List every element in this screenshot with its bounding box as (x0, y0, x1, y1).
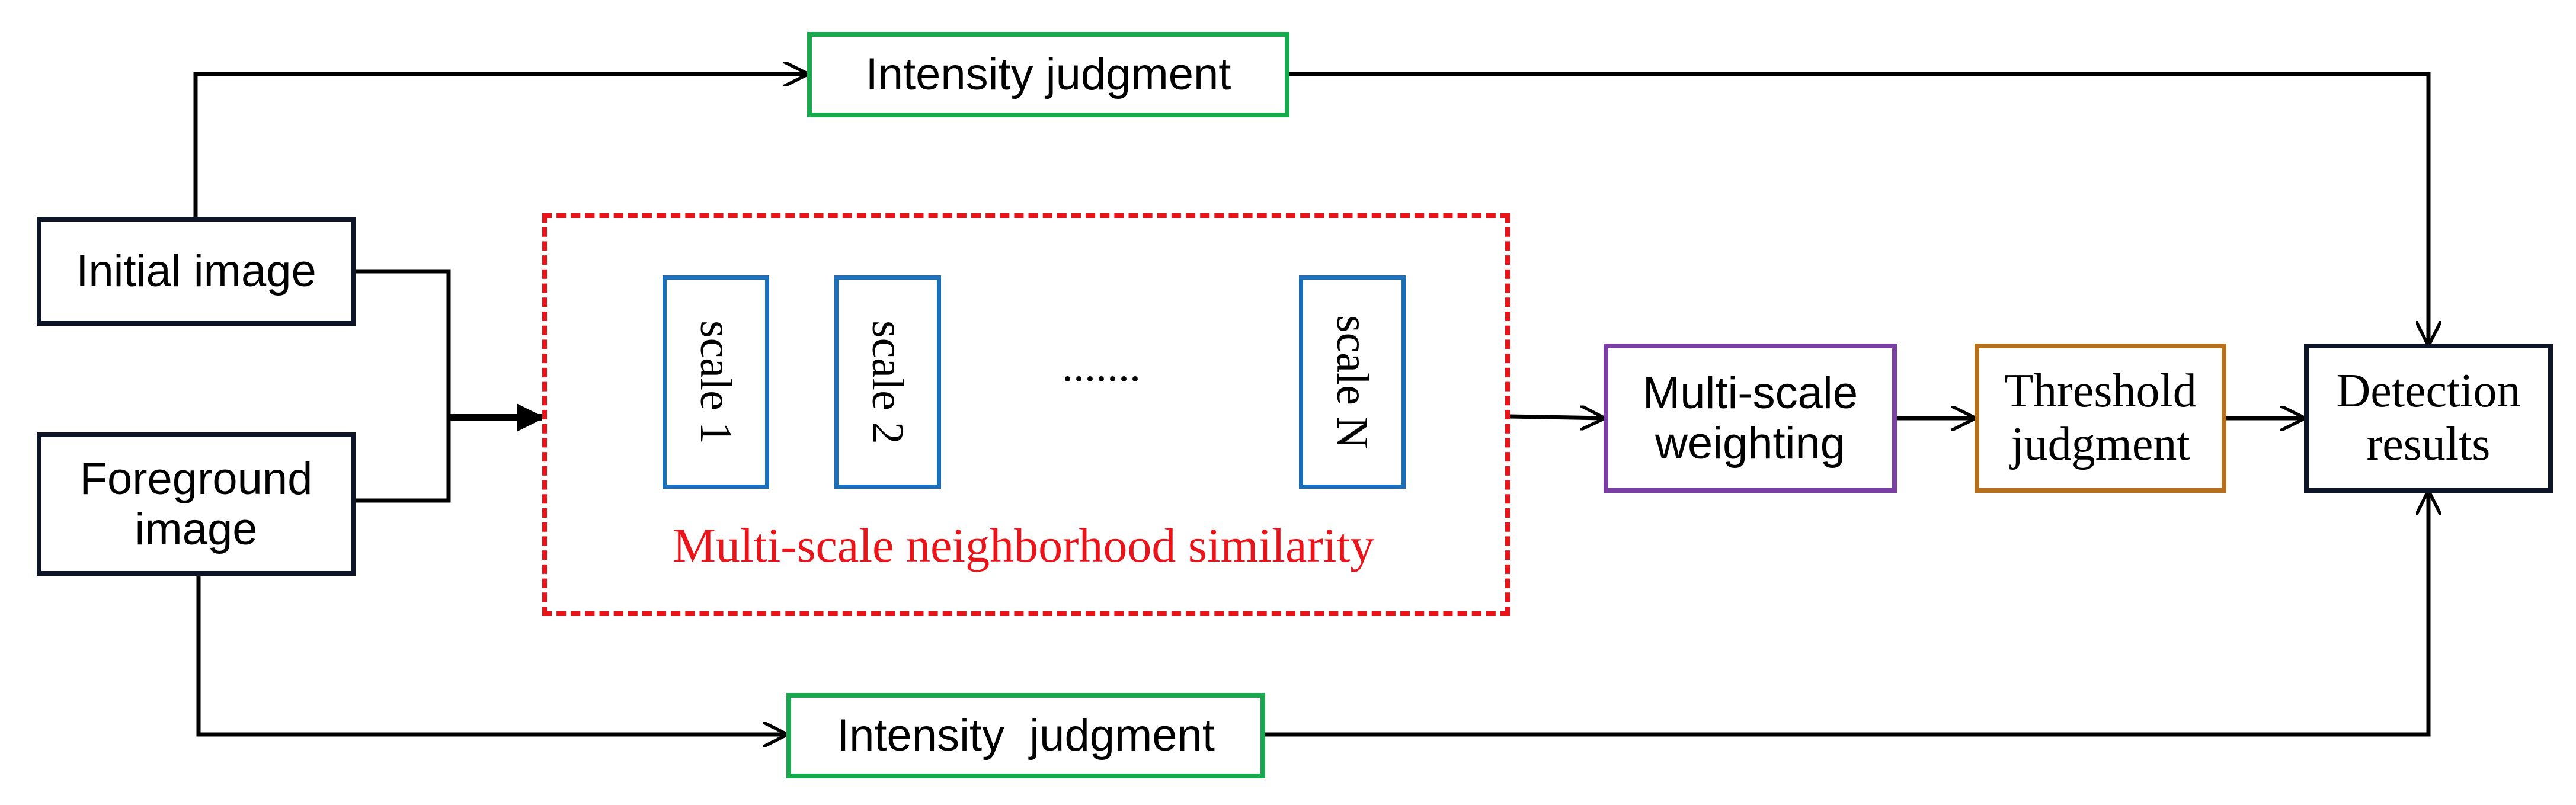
detection-results-label-line2: results (2366, 418, 2491, 470)
detection-results-label-line1: Detection (2336, 365, 2521, 418)
connector-foreground-to-intensity-bottom (196, 576, 785, 735)
foreground-image-label-line1: Foreground (79, 453, 313, 504)
multiscale-weighting-box: Multi-scale weighting (1604, 344, 1897, 493)
detection-results-box: Detection results (2304, 344, 2553, 493)
connector-initial-to-merge (356, 269, 451, 418)
scale-1-label: scale 1 (691, 320, 741, 444)
intensity-judgment-bottom-label: Intensity judgment (837, 710, 1215, 761)
connector-foreground-to-merge (356, 418, 451, 503)
foreground-image-box: Foreground image (37, 432, 356, 576)
scale-ellipsis: ....... (1062, 341, 1141, 391)
connector-similarity-to-weighting (1509, 416, 1602, 418)
foreground-image-label-line2: image (135, 504, 258, 554)
intensity-judgment-top-box: Intensity judgment (807, 32, 1289, 117)
scale-n-box: scale N (1299, 275, 1406, 489)
multiscale-weighting-label-line1: Multi-scale (1642, 367, 1858, 418)
similarity-group-caption: Multi-scale neighborhood similarity (673, 518, 1375, 572)
initial-image-label: Initial image (76, 246, 316, 297)
multiscale-weighting-label-line2: weighting (1655, 418, 1846, 469)
connector-intensity-bottom-to-detection (1265, 493, 2428, 737)
scale-2-box: scale 2 (834, 275, 941, 489)
scale-n-label: scale N (1327, 315, 1377, 449)
intensity-judgment-top-label: Intensity judgment (865, 49, 1231, 100)
initial-image-box: Initial image (37, 217, 356, 326)
connector-intensity-top-to-detection (1289, 72, 2428, 344)
threshold-judgment-label-line1: Threshold (2004, 365, 2197, 418)
threshold-judgment-label-line2: judgment (2011, 418, 2190, 470)
similarity-group-frame (542, 213, 1510, 616)
intensity-judgment-bottom-box: Intensity judgment (786, 693, 1265, 778)
scale-1-box: scale 1 (663, 275, 769, 489)
connector-initial-to-intensity-top (193, 74, 806, 217)
scale-2-label: scale 2 (863, 320, 913, 444)
threshold-judgment-box: Threshold judgment (1975, 344, 2226, 493)
